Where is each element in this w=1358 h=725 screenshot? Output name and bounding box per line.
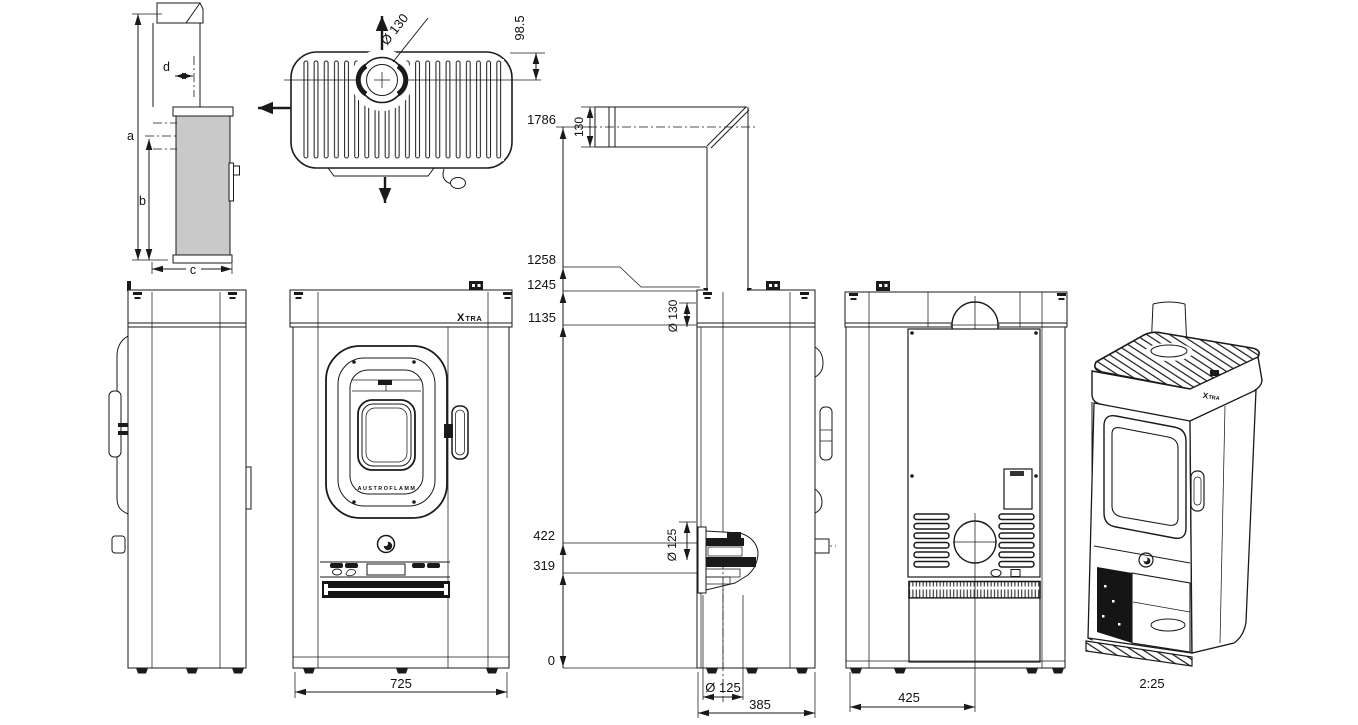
perspective-base <box>1085 640 1193 667</box>
schematic-flue-cap <box>156 2 204 24</box>
dim-label-1258: 1258 <box>527 252 556 267</box>
foot <box>186 668 198 674</box>
rear-flue-outlet <box>697 526 759 594</box>
view-perspective: XTRA 2:25 <box>1085 301 1263 691</box>
dim-label-125-bottom: Ø 125 <box>705 680 740 695</box>
side-casting-bump <box>814 346 824 378</box>
rear-top-sensor-box <box>876 281 890 291</box>
left-view-hinge-bar <box>245 466 252 510</box>
door-latch-clip <box>444 424 453 438</box>
perspective-side-face <box>1189 388 1257 654</box>
front-top-band <box>289 289 513 328</box>
perspective-door-window <box>1111 427 1179 526</box>
dim-label-collar-dia: Ø 130 <box>666 299 680 332</box>
brand-logo: XTRA <box>457 312 482 324</box>
control-glyph <box>332 568 342 576</box>
door-window <box>357 399 416 471</box>
view-side-left <box>108 281 252 674</box>
rear-grill-band <box>908 580 1041 599</box>
top-view-front-notch <box>327 167 435 177</box>
foot <box>486 668 498 674</box>
dim-label-c: c <box>190 263 196 277</box>
scale-label: 2:25 <box>1139 676 1164 691</box>
fire-door-inner-frame <box>337 357 436 507</box>
dim-label-98-5: 98.5 <box>512 15 527 40</box>
left-view-top-band <box>127 289 247 328</box>
side-bracket <box>814 538 830 554</box>
view-rear: 425 <box>844 281 1068 712</box>
dim-label-385: 385 <box>749 697 771 712</box>
foot <box>1052 668 1064 674</box>
schematic-base-plate <box>172 254 233 264</box>
foot <box>1026 668 1038 674</box>
front-door-handle <box>451 405 469 460</box>
view-installation-schematic: a b d c <box>127 2 240 277</box>
perspective-open-compartment <box>1097 567 1132 643</box>
control-panel <box>366 563 406 576</box>
foot <box>894 668 906 674</box>
rear-lower-panel <box>908 597 1041 663</box>
foot <box>746 668 758 674</box>
dim-label-425: 425 <box>898 690 920 705</box>
dim-label-d: d <box>163 60 170 74</box>
compartment-interior <box>1131 572 1191 653</box>
side-body <box>696 326 816 669</box>
dim-label-319: 319 <box>533 558 555 573</box>
electrical-box <box>1003 468 1033 510</box>
foot <box>303 668 315 674</box>
view-top: Ø 130 98.5 <box>258 11 545 203</box>
foot <box>232 668 244 674</box>
view-front: XTRA AUSTROFLAMM <box>289 281 513 698</box>
schematic-top-plate <box>172 106 234 117</box>
view-side-right: Ø 125 Ø 125 385 <box>665 240 833 718</box>
dim-label-a: a <box>127 129 134 143</box>
top-view-handle-knob <box>450 177 466 189</box>
compartment-floor-recess <box>1150 618 1186 632</box>
dim-label-0: 0 <box>548 653 555 668</box>
schematic-door-handle <box>228 162 234 202</box>
dim-label-125-side: Ø 125 <box>665 528 679 561</box>
schematic-stove-body <box>175 115 231 256</box>
dim-label-1245: 1245 <box>527 277 556 292</box>
dim-label-725: 725 <box>390 676 412 691</box>
flue-dia-leader <box>392 17 429 63</box>
dim-label-b: b <box>139 194 146 208</box>
foot <box>706 668 718 674</box>
foot <box>796 668 808 674</box>
power-socket <box>1010 569 1021 577</box>
dim-label-1135: 1135 <box>528 310 556 325</box>
side-door-handle <box>819 406 833 461</box>
foot <box>850 668 862 674</box>
foot <box>136 668 148 674</box>
fire-door-face <box>349 369 424 495</box>
foot <box>396 668 408 674</box>
brand-logo-perspective: XTRA <box>1202 391 1220 402</box>
cable-gland <box>990 569 1002 577</box>
brand-name: AUSTROFLAMM <box>358 486 417 492</box>
side-top-band <box>696 289 816 328</box>
dim-label-422: 422 <box>533 528 555 543</box>
perspective-sensor-box <box>1210 370 1219 376</box>
dim-label-1786: 1786 <box>527 112 556 127</box>
left-view-body <box>127 326 247 669</box>
control-glyph <box>345 569 357 577</box>
left-view-latch <box>111 535 126 554</box>
